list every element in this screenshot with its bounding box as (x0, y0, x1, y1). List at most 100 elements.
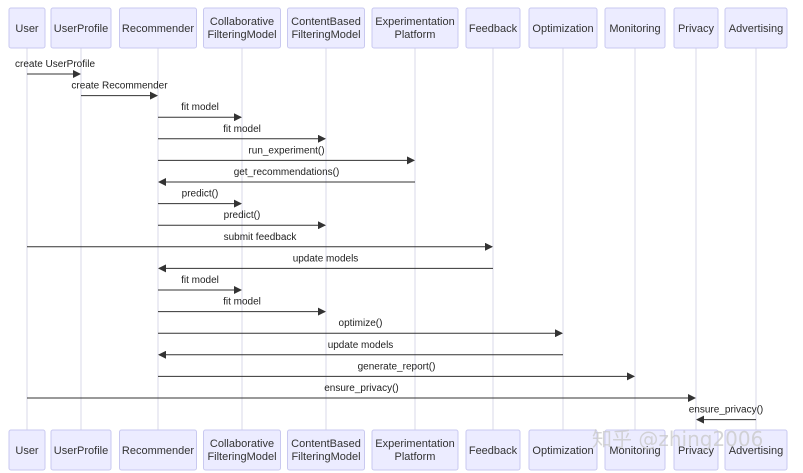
message-15: generate_report() (158, 361, 635, 381)
participant-label: Privacy (678, 445, 715, 457)
participant-box (287, 7, 365, 49)
message-label: predict() (224, 210, 261, 221)
participant-label: Privacy (678, 23, 715, 35)
participant-label: User (15, 445, 39, 457)
message-label: update models (328, 340, 394, 351)
message-14: update models (158, 340, 563, 359)
message-3: fit model (158, 102, 242, 122)
message-label: run_experiment() (248, 145, 324, 156)
participant-label: Collaborative (210, 16, 274, 28)
watermark-text: 知乎 @zhing2006 (592, 427, 763, 451)
message-label: fit model (223, 297, 261, 308)
participant-feedback-top: Feedback (465, 7, 521, 49)
participant-box (50, 7, 112, 49)
lifelines (26, 48, 757, 430)
participant-user-profile-bottom: UserProfile (50, 429, 112, 471)
message-7: predict() (158, 189, 242, 208)
participant-box (673, 429, 719, 471)
participant-label: Optimization (532, 23, 593, 35)
participant-label: ContentBased (291, 438, 361, 450)
participant-label: Monitoring (609, 23, 660, 35)
participant-box (50, 429, 112, 471)
participant-label: Recommender (122, 23, 194, 35)
participant-user-profile-top: UserProfile (50, 7, 112, 49)
participant-box (287, 429, 365, 471)
participant-label: FilteringModel (291, 29, 360, 41)
participant-label: Advertising (729, 23, 783, 35)
participant-box (528, 429, 598, 471)
participant-advertising-top: Advertising (724, 7, 788, 49)
participant-advertising-bottom: Advertising (724, 429, 788, 471)
participant-label: Experimentation (375, 16, 455, 28)
participant-label: ContentBased (291, 16, 361, 28)
participant-label: Advertising (729, 445, 783, 457)
message-label: ensure_privacy() (689, 405, 763, 416)
participant-monitoring-bottom: Monitoring (604, 429, 666, 471)
message-label: update models (293, 253, 359, 264)
participant-optimization-top: Optimization (528, 7, 598, 49)
message-16: ensure_privacy() (27, 383, 696, 402)
participant-privacy-bottom: Privacy (673, 429, 719, 471)
message-4: fit model (158, 124, 326, 143)
participant-label: FilteringModel (207, 29, 276, 41)
message-11: fit model (158, 275, 242, 294)
participant-user-top: User (8, 7, 46, 49)
participant-optimization-bottom: Optimization (528, 429, 598, 471)
message-17: ensure_privacy() (689, 405, 763, 424)
participant-label: User (15, 23, 39, 35)
message-label: fit model (181, 102, 219, 113)
message-6: get_recommendations() (158, 167, 415, 186)
message-2: create Recommender (71, 81, 168, 100)
message-12: fit model (158, 297, 326, 316)
message-13: optimize() (158, 318, 563, 338)
participant-box (528, 7, 598, 49)
participant-label: Monitoring (609, 445, 660, 457)
participant-label: FilteringModel (291, 451, 360, 463)
message-label: submit feedback (224, 232, 298, 243)
participant-label: Feedback (469, 445, 518, 457)
participant-box (203, 7, 281, 49)
message-label: fit model (181, 275, 219, 286)
participant-user-bottom: User (8, 429, 46, 471)
message-label: create UserProfile (15, 59, 95, 70)
participant-box (673, 7, 719, 49)
participant-box (8, 429, 46, 471)
participant-label: FilteringModel (207, 451, 276, 463)
participant-label: Collaborative (210, 438, 274, 450)
participant-label: Feedback (469, 23, 518, 35)
participant-label: Platform (395, 29, 436, 41)
message-10: update models (158, 253, 493, 273)
message-label: predict() (182, 189, 219, 200)
message-label: optimize() (339, 318, 383, 329)
message-label: ensure_privacy() (324, 383, 398, 394)
participant-box (371, 429, 459, 471)
participant-label: UserProfile (54, 445, 108, 457)
messages: create UserProfile create Recommender fit … (15, 59, 763, 424)
participant-recommender-bottom: Recommender (119, 429, 197, 471)
participant-label: Recommender (122, 445, 194, 457)
participant-box (119, 429, 197, 471)
message-1: create UserProfile (15, 59, 95, 78)
participant-label: Platform (395, 451, 436, 463)
participant-box (203, 429, 281, 471)
participant-box (8, 7, 46, 49)
participant-privacy-top: Privacy (673, 7, 719, 49)
message-label: fit model (223, 124, 261, 135)
participant-box (119, 7, 197, 49)
message-label: create Recommender (71, 81, 168, 92)
participant-box (604, 7, 666, 49)
message-label: generate_report() (358, 361, 436, 372)
participant-box (724, 429, 788, 471)
participant-box (465, 429, 521, 471)
participant-feedback-bottom: Feedback (465, 429, 521, 471)
participant-box (724, 7, 788, 49)
